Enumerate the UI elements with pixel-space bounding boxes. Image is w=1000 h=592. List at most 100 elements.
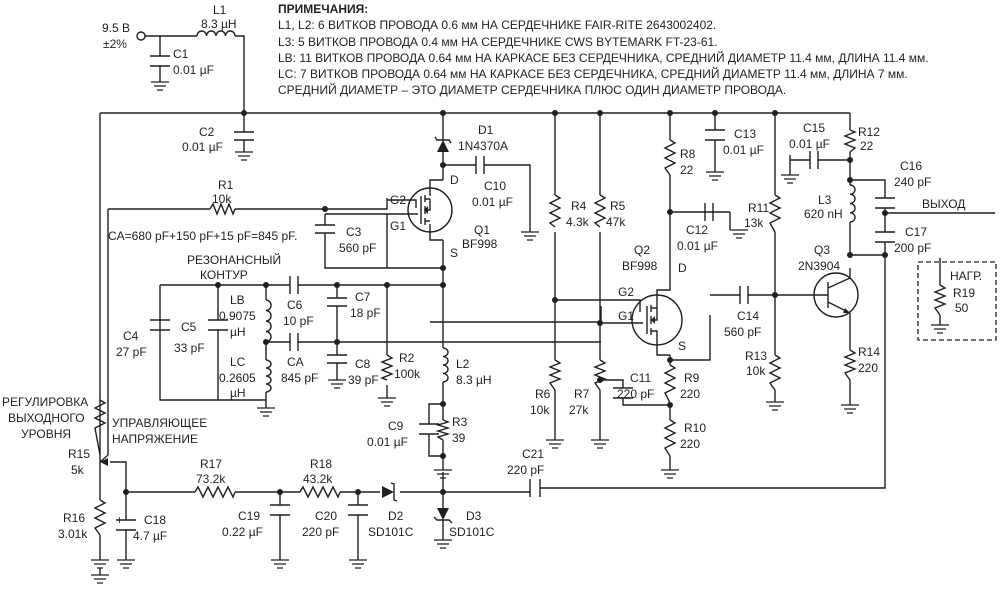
value-C17: 200 pF (894, 241, 931, 255)
capacitor-C16 (875, 197, 895, 209)
label-C2: C2 (199, 125, 215, 139)
label-R15: R15 (68, 447, 90, 461)
label-C15: C15 (803, 121, 825, 135)
value-R4: 4.3k (566, 215, 590, 229)
capacitor-C4 (150, 319, 170, 331)
capacitor-C21 (529, 479, 541, 497)
ground-icon (151, 81, 169, 91)
c18-plus-sign: + (116, 513, 123, 527)
capacitor-C6 (289, 276, 299, 294)
value-R13: 10k (746, 364, 766, 378)
value-R5: 47k (606, 215, 626, 229)
label-C14: C14 (737, 309, 759, 323)
label-R11: R11 (748, 201, 769, 215)
load-label: НАГР. (950, 269, 982, 283)
ground-icon (434, 539, 452, 549)
resistor-R8 (663, 139, 677, 176)
ground-icon (378, 397, 396, 407)
pin-D-Q2: D (678, 261, 687, 275)
value-CA: 845 pF (281, 371, 318, 385)
inductor-L3 (849, 184, 856, 223)
resistor-R2 (380, 354, 394, 381)
pin-G1-Q1: G1 (390, 219, 406, 233)
capacitor-C20 (348, 504, 368, 516)
wires (99, 31, 997, 560)
capacitor-C17 (875, 231, 895, 243)
value-R11: 13k (744, 216, 764, 230)
capacitor-C12 (704, 203, 714, 221)
pin-G1-Q2: G1 (618, 309, 634, 323)
value-C20: 220 pF (302, 525, 339, 539)
output-label: ВЫХОД (922, 197, 965, 211)
tank-title-1: РЕЗОНАНСНЫЙ (187, 252, 281, 267)
pin-S-Q2: S (678, 339, 686, 353)
value-C13: 0.01 µF (723, 143, 764, 157)
ground-icon (766, 401, 784, 411)
value-D1: 1N4370A (458, 139, 508, 153)
label-C20: C20 (315, 509, 337, 523)
label-C21: C21 (522, 447, 544, 461)
label-L2: L2 (456, 357, 470, 371)
capacitor-C10 (475, 156, 485, 174)
transistors (407, 187, 859, 346)
label-R5: R5 (610, 199, 626, 213)
capacitor-C9 (419, 423, 439, 435)
value-R2: 100k (394, 367, 421, 381)
mosfet-Q1 (407, 187, 453, 233)
ground-icon (546, 439, 564, 449)
resistor-R11 (768, 194, 782, 233)
capacitor-C11 (613, 387, 633, 399)
label-C11: C11 (630, 371, 651, 385)
resistor-R17 (194, 485, 236, 499)
value-C16: 240 pF (894, 175, 931, 189)
label-C13: C13 (734, 127, 756, 141)
label-C3: C3 (346, 225, 362, 239)
value-C10: 0.01 µF (472, 195, 513, 209)
label-R17: R17 (200, 457, 222, 471)
value-D2: SD101C (368, 525, 414, 539)
ground-icon (661, 469, 679, 479)
label-C19: C19 (238, 509, 260, 523)
value-C4: 27 pF (116, 345, 147, 359)
ground-icon (235, 151, 253, 161)
value-C3: 560 pF (339, 241, 376, 255)
unit-LB: µH (230, 325, 246, 339)
diodes (382, 136, 453, 524)
note-line: L1, L2: 6 ВИТКОВ ПРОВОДА 0.6 мм НА СЕРДЕ… (278, 18, 717, 33)
label-C8: C8 (355, 357, 371, 371)
label-D2: D2 (388, 509, 404, 523)
value-C2: 0.01 µF (182, 140, 223, 154)
label-C4: C4 (123, 329, 139, 343)
value-R17: 73.2k (196, 472, 226, 486)
capacitor-CA (289, 333, 299, 351)
notes-block: ПРИМЕЧАНИЯ: L1, L2: 6 ВИТКОВ ПРОВОДА 0.6… (278, 1, 929, 99)
value-R1: 10k (212, 192, 232, 206)
label-R8: R8 (680, 147, 696, 161)
inductor-L2 (442, 347, 449, 383)
notes-heading: ПРИМЕЧАНИЯ: (278, 2, 369, 16)
value-R14: 220 (858, 361, 878, 375)
ground-icon (841, 404, 859, 414)
capacitor-C2 (234, 131, 254, 141)
value-C8: 39 pF (348, 373, 379, 387)
value-C21: 220 pF (507, 463, 544, 477)
label-R19: R19 (953, 286, 975, 300)
schottky-diode-D3 (433, 508, 453, 524)
control-title-1: УПРАВЛЯЮЩЕЕ (112, 416, 207, 430)
value-D3: SD101C (449, 525, 495, 539)
ground-icon (521, 231, 539, 241)
pin-S-Q1: S (450, 246, 458, 260)
resistor-R19 (933, 284, 947, 316)
label-R7: R7 (574, 387, 590, 401)
label-C6: C6 (287, 298, 303, 312)
label-C9: C9 (388, 419, 404, 433)
component-labels: 9.5 В ±2% L1 8.3 µH C1 0.01 µF C2 0.01 µ… (2, 3, 982, 543)
value-R6: 10k (530, 403, 550, 417)
level-title-2: ВЫХОДНОГО (8, 411, 85, 425)
value-L3: 620 nH (804, 207, 843, 221)
resistor-R3 (435, 419, 451, 441)
resistors (93, 129, 947, 536)
label-C1: C1 (173, 47, 189, 61)
label-R3: R3 (452, 415, 468, 429)
